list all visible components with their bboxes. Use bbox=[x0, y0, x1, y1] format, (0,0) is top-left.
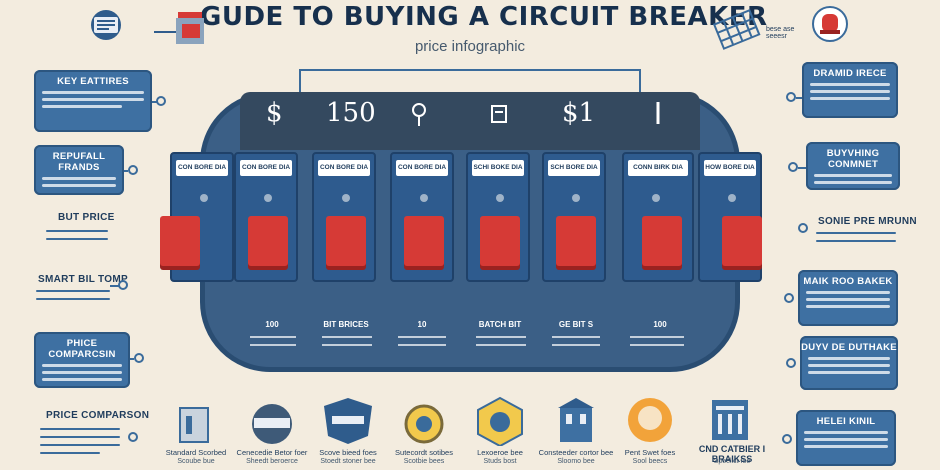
page-title: GUDE TO BUYING A CIRCUIT BREAKER bbox=[200, 2, 768, 32]
panel-label-150: 150 bbox=[326, 98, 376, 128]
icon-caption2-7: Sool beecs bbox=[632, 458, 668, 465]
left-label-price-comparison: PRICE COMPARSON bbox=[46, 410, 150, 421]
badge-icon bbox=[252, 404, 292, 444]
right-card-buying-comment: BUYVHING CONMNET bbox=[806, 142, 900, 190]
panel-badge-icon bbox=[91, 10, 121, 40]
breaker-lever[interactable] bbox=[248, 216, 288, 266]
right-card-help-kinds: HELEI KINIL bbox=[796, 410, 896, 466]
grid-tag-icon bbox=[712, 8, 761, 50]
breaker-2[interactable]: CON BORE DIA bbox=[234, 152, 298, 282]
breaker-lever[interactable] bbox=[404, 216, 444, 266]
seal-icon bbox=[404, 404, 444, 444]
alarm-icon bbox=[812, 6, 848, 42]
breaker-lever[interactable] bbox=[160, 216, 200, 266]
breaker-lever[interactable] bbox=[722, 216, 762, 266]
breaker-8[interactable]: HOW BORE DIA bbox=[698, 152, 762, 282]
face-icon bbox=[628, 398, 672, 442]
icon-caption2-8: Speelict foe bbox=[713, 458, 751, 465]
breaker-price-6: 100 bbox=[653, 320, 667, 329]
breaker-7[interactable]: CONN BIRK DIA bbox=[622, 152, 694, 282]
breaker-lever[interactable] bbox=[556, 216, 596, 266]
wrench-icon bbox=[412, 103, 426, 126]
cabinet-icon bbox=[712, 400, 748, 440]
panel-label-dollar: $ bbox=[266, 98, 283, 128]
breaker-price-2: BIT BRICES bbox=[323, 320, 369, 329]
icon-caption2-5: Studs bost bbox=[483, 458, 517, 465]
meter-icon bbox=[491, 105, 507, 123]
breaker-lever[interactable] bbox=[480, 216, 520, 266]
left-card-reputable-brands: REPUFALL FRANDS bbox=[34, 145, 124, 195]
breaker-box-icon bbox=[179, 407, 209, 443]
icon-caption2-1: Scoube bue bbox=[177, 458, 215, 465]
rod-icon bbox=[656, 102, 660, 124]
left-card-key-features: KEY EATTIRES bbox=[34, 70, 152, 132]
icon-caption2-3: Stoedt stoner bee bbox=[320, 458, 376, 465]
icon-caption-6: Consteeder cortor bee bbox=[538, 448, 614, 457]
icon-caption-2: Cenecedie Betor foer bbox=[236, 448, 308, 457]
breaker-6[interactable]: SCH BORE DIA bbox=[542, 152, 606, 282]
page-subtitle: price infographic bbox=[414, 38, 526, 55]
left-card-price-comparison: PHICE COMPARCSIN bbox=[34, 332, 130, 388]
right-card-main-brake: MAIK ROO BAKEK bbox=[798, 270, 898, 326]
breaker-5[interactable]: SCHI BOKE DIA bbox=[466, 152, 530, 282]
icon-caption2-6: Sloomo bee bbox=[557, 458, 595, 465]
left-label-budget-price: BUT PRICE bbox=[58, 212, 115, 223]
icon-caption-3: Scove bieed foes bbox=[319, 448, 377, 457]
icon-caption2-4: Scotbie bees bbox=[403, 458, 445, 465]
right-label-some-premium: SONIE PRE MRUNN bbox=[818, 216, 917, 227]
right-card-brand-price: DRAMID IRECE bbox=[802, 62, 898, 118]
breaker-price-3: 10 bbox=[417, 320, 427, 329]
left-label-smart-tip: SMART BIL TOMP bbox=[38, 274, 128, 285]
top-right-label: bese ase seeesr bbox=[766, 26, 795, 40]
breaker-price-4: BATCH BIT bbox=[478, 320, 522, 329]
panel-connector-lines bbox=[299, 69, 641, 92]
breaker-lever[interactable] bbox=[642, 216, 682, 266]
icon-caption2-2: Sheedt beroerce bbox=[246, 458, 298, 465]
breaker-1[interactable]: CON BORE DIA bbox=[160, 152, 234, 282]
breaker-3[interactable]: CON BORE DIA bbox=[312, 152, 376, 282]
breaker-lever[interactable] bbox=[326, 216, 366, 266]
breaker-panel-header bbox=[240, 92, 700, 150]
building-icon bbox=[558, 398, 594, 442]
breaker-price-5: GE BIT S bbox=[558, 320, 594, 329]
hexagon-badge-icon bbox=[477, 396, 523, 446]
breaker-4[interactable]: CON BORE DIA bbox=[390, 152, 454, 282]
shield-badge-icon bbox=[324, 398, 372, 444]
breaker-price-1: 100 bbox=[265, 320, 279, 329]
breaker-device-icon bbox=[154, 12, 204, 44]
icon-caption-5: Lexoeroe bee bbox=[477, 448, 523, 457]
icon-caption-1: Standard Scorbed bbox=[165, 448, 227, 457]
right-card-buy-details: DUYV DE DUTHAKE bbox=[800, 336, 898, 390]
icon-caption-7: Pent Swet foes bbox=[624, 448, 676, 457]
icon-caption-4: Sutecordt sotibes bbox=[395, 448, 453, 457]
icon-caption-8: CND CATBIER I BRAIKSS bbox=[698, 444, 766, 464]
panel-label-price: $1 bbox=[562, 98, 596, 128]
